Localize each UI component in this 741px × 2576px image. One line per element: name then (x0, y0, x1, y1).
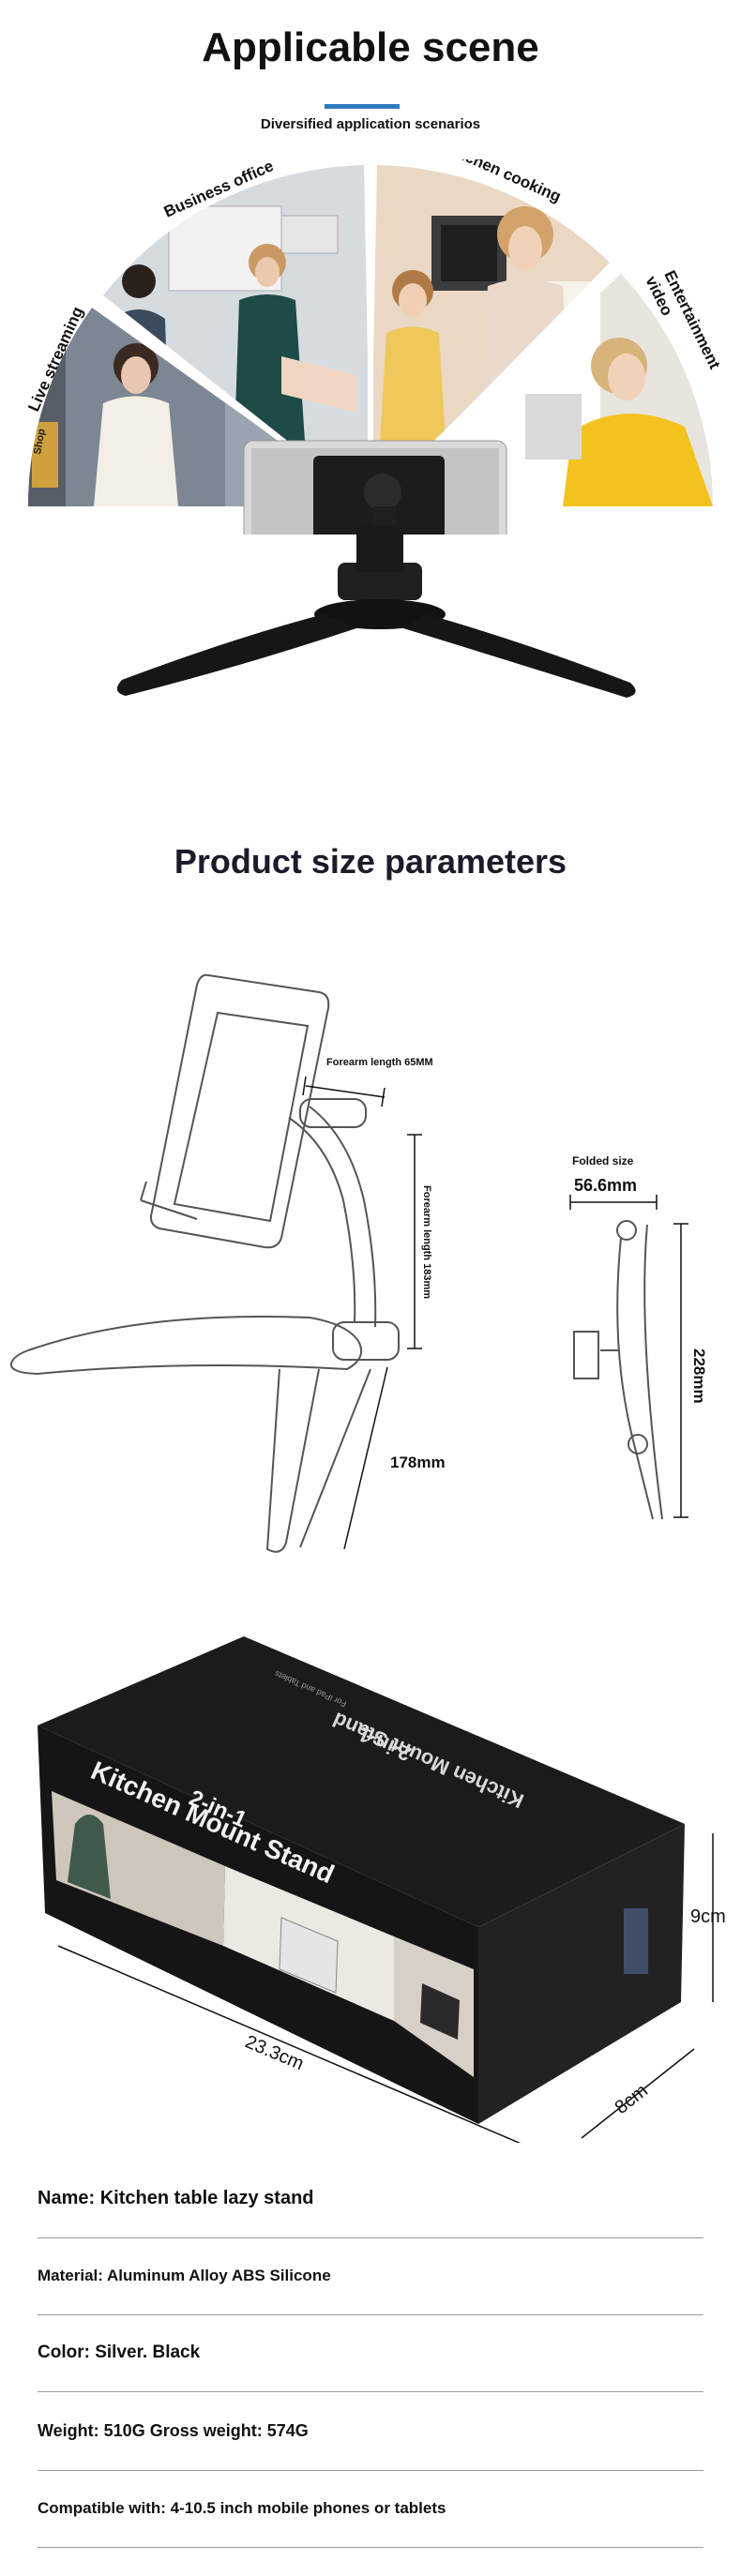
dim-forearm-183 (407, 1134, 422, 1349)
label-folded-size: Folded size (572, 1154, 634, 1167)
label-forearm-65: Forearm length 65MM (326, 1057, 433, 1068)
label-base-178: 178mm (390, 1454, 446, 1471)
box-end-face (478, 1824, 685, 2124)
label-forearm-183: Forearm length 183mm (421, 1185, 432, 1299)
shop-sign: Shop (32, 428, 48, 455)
scenario-fan: Shop Live streaming (24, 159, 724, 535)
section-subtitle-scene: Diversified application scenarios (260, 116, 481, 132)
stand-base-photo (116, 525, 636, 698)
label-folded-width: 56.6mm (574, 1176, 637, 1195)
spec-name: Name: Kitchen table lazy stand (38, 2159, 703, 2238)
label-folded-height: 228mm (690, 1348, 708, 1404)
section-title-size: Product size parameters (174, 842, 567, 881)
folded-stand-drawing (573, 1220, 663, 1520)
size-diagram: Forearm length 65MM Forearm length 183mm… (9, 973, 708, 1553)
box-top-face (38, 1636, 685, 1927)
section-title-scene: Applicable scene (202, 24, 539, 70)
stand-product-photo (243, 440, 507, 535)
label-depth: 8cm (612, 2080, 652, 2118)
dim-base-178 (343, 1366, 388, 1550)
package-box: 2-in-1 Kitchen Mount Stand For iPad and … (38, 1636, 726, 2143)
dim-folded-width (569, 1195, 658, 1210)
dim-length-line (57, 1945, 522, 2143)
dim-forearm-65 (302, 1076, 386, 1107)
label-height: 9cm (690, 1906, 726, 1927)
spec-material: Material: Aluminum Alloy ABS Silicone (38, 2237, 703, 2315)
dim-depth-line (581, 2048, 695, 2139)
spec-color: Color: Silver. Black (38, 2314, 703, 2392)
dim-folded-height (673, 1223, 688, 1518)
title-accent-bar (325, 104, 400, 109)
spec-compatible: Compatible with: 4-10.5 inch mobile phon… (38, 2470, 703, 2548)
spec-weight: Weight: 510G Gross weight: 574G (38, 2391, 703, 2471)
stand-line-drawing (9, 973, 400, 1553)
